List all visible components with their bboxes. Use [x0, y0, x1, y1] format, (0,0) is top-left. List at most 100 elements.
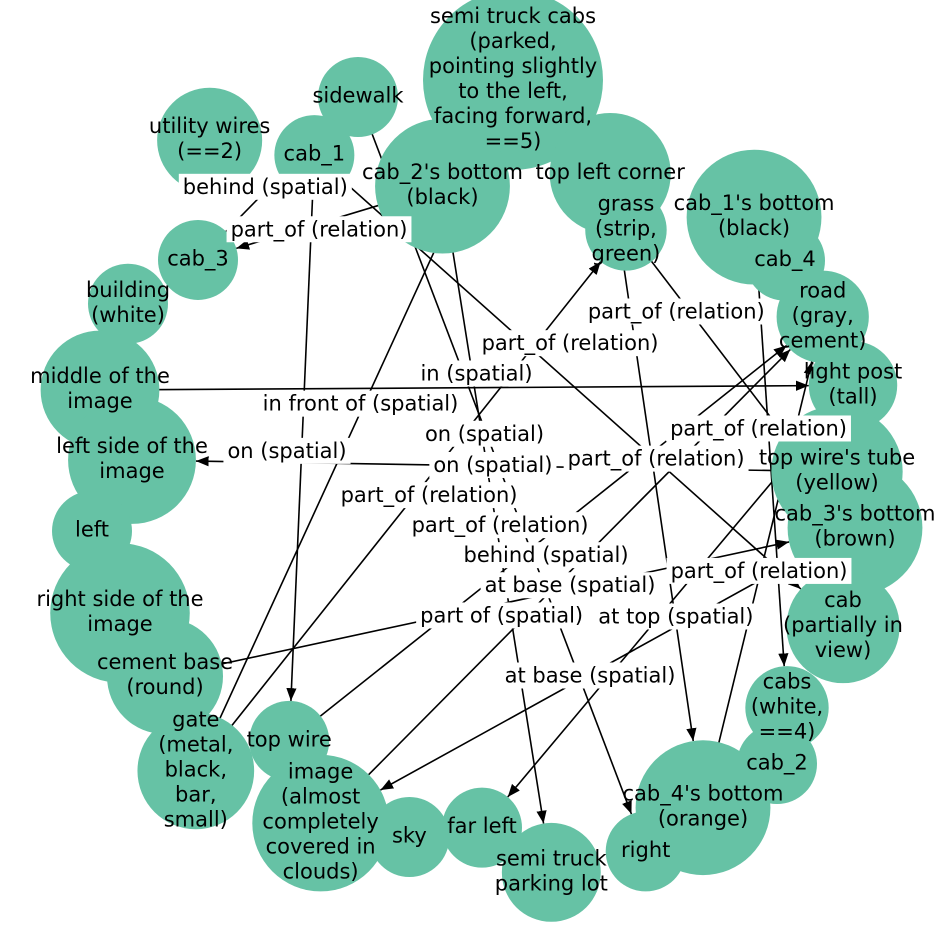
edge-cab1-tw — [286, 155, 316, 701]
node-cement[interactable] — [106, 618, 224, 735]
edge-label-group: behind (spatial) — [459, 542, 633, 569]
node-cab[interactable] — [786, 570, 900, 684]
edge-label-group: part_of (relation) — [407, 512, 593, 539]
edge-label-group: part_of (relation) — [666, 415, 851, 442]
node-label-cab4: cab_4 — [754, 247, 816, 272]
edge-label-group: part_of (relation) — [583, 298, 769, 325]
edge-label-group: in front of (spatial) — [258, 390, 463, 417]
node-building[interactable] — [88, 263, 168, 344]
node-label-building: building(white) — [86, 278, 170, 327]
node-label-gate: gate(metal,black,bar,small) — [158, 707, 233, 831]
node-image[interactable] — [252, 754, 389, 892]
edge-label-group: part_of (relation) — [666, 557, 852, 584]
edge-label-background — [223, 437, 351, 464]
edge-label-background — [666, 415, 851, 442]
edge-label-group: in (spatial) — [416, 360, 537, 387]
edge-label: part of (spatial) — [420, 603, 583, 627]
edge-label-background — [407, 512, 593, 539]
node-cab3[interactable] — [158, 219, 238, 300]
node-labels-layer: semi truck cabs(parked,pointing slightly… — [30, 4, 935, 895]
node-label-uw: utility wires(==2) — [149, 114, 270, 163]
node-label-sky: sky — [392, 824, 427, 848]
edge-label-background — [226, 216, 412, 243]
node-label-cabs: cabs(white,==4) — [751, 669, 823, 743]
node-right[interactable] — [605, 811, 686, 892]
node-gate[interactable] — [137, 712, 255, 830]
edge-label: part_of (relation) — [568, 447, 745, 472]
edge-mid-lp — [99, 380, 809, 391]
edge-label-group: part_of (relation) — [336, 482, 522, 509]
edge-label: on (spatial) — [433, 453, 552, 477]
edge-label-background — [336, 482, 522, 509]
edge-label-background — [480, 572, 660, 599]
node-label-road: road(gray,cement) — [779, 278, 867, 352]
node-label-twt: top wire's tube(yellow) — [759, 446, 915, 495]
node-label-cab3: cab_3 — [167, 246, 229, 271]
edge-label-background — [416, 602, 588, 629]
edge-label-background — [477, 330, 663, 357]
edge-label-background — [420, 420, 549, 447]
node-label-cab3b: cab_3's bottom(brown) — [775, 502, 936, 551]
edge-label-background — [594, 603, 758, 630]
node-sky[interactable] — [369, 797, 450, 877]
edge-label-group: part_of (relation) — [226, 216, 412, 243]
edge-label-group: part_of (relation) — [477, 330, 663, 357]
edge-label: part_of (relation) — [482, 331, 659, 356]
edge-label: at base (spatial) — [485, 573, 656, 597]
node-lot[interactable] — [501, 822, 601, 922]
edge-label-group: at top (spatial) — [594, 603, 758, 630]
edge-label: part_of (relation) — [671, 559, 848, 584]
edge-label: at base (spatial) — [505, 664, 676, 688]
node-label-sidewalk: sidewalk — [312, 84, 404, 108]
edge-label-group: at base (spatial) — [480, 572, 660, 599]
edge-label-background — [459, 542, 633, 569]
edge-label: part_of (relation) — [412, 513, 589, 538]
node-label-cement: cement base(round) — [97, 650, 233, 699]
edge-cab1b-cabs — [753, 217, 789, 667]
edge-label-background — [666, 557, 852, 584]
node-label-grass: grass(strip,green) — [592, 191, 661, 265]
edge-label: part_of (relation) — [341, 483, 518, 508]
edge-label-background — [500, 662, 680, 689]
node-road[interactable] — [776, 270, 869, 363]
node-label-lp: light post(tall) — [804, 359, 903, 408]
edge-label: on (spatial) — [425, 422, 544, 446]
node-label-farleft: far left — [447, 814, 517, 838]
edge-label-group: on (spatial) — [420, 420, 549, 447]
node-sidewalk[interactable] — [318, 57, 398, 137]
edge-label-background — [178, 173, 352, 200]
node-grass[interactable] — [585, 189, 667, 271]
edge-label: in front of (spatial) — [263, 392, 459, 416]
edge-label: at top (spatial) — [598, 605, 753, 629]
nodes-layer — [40, 0, 923, 922]
edge-label-group: behind (spatial) — [178, 173, 352, 200]
node-uw[interactable] — [157, 87, 263, 193]
edge-label-background — [429, 451, 557, 478]
edge-label: behind (spatial) — [183, 175, 348, 199]
edge-label: part_of (relation) — [670, 416, 847, 441]
node-label-cab4b: cab_4's bottom(orange) — [623, 782, 784, 831]
edge-label-group: at base (spatial) — [500, 662, 680, 689]
edge-label: part_of (relation) — [588, 300, 765, 325]
node-label-cab1: cab_1 — [284, 142, 346, 167]
node-label-tw: top wire — [247, 727, 332, 751]
edge-label-background — [416, 360, 537, 387]
node-label-cab1b: cab_1's bottom(black) — [674, 191, 835, 240]
edge-label-group: on (spatial) — [429, 451, 557, 478]
node-label-semi: semi truck cabs(parked,pointing slightly… — [429, 4, 597, 153]
node-label-cab2b: cab_2's bottom(black) — [362, 160, 523, 209]
node-label-right: right — [621, 838, 670, 862]
edge-label: on (spatial) — [227, 439, 346, 463]
edge-label-background — [563, 445, 749, 472]
node-farleft[interactable] — [442, 787, 522, 868]
edge-label-background — [258, 390, 463, 417]
edge-label: part_of (relation) — [231, 217, 408, 242]
edge-label-group: on (spatial) — [223, 437, 351, 464]
node-label-cab2: cab_2 — [746, 750, 808, 775]
